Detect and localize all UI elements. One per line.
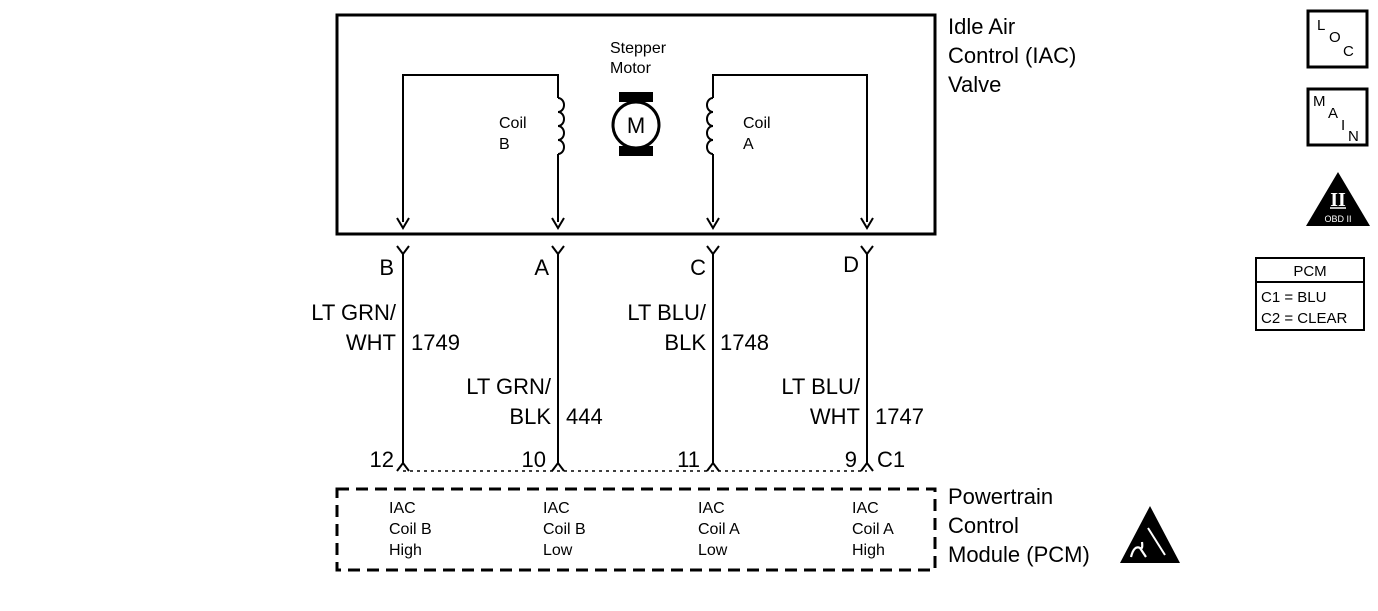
obd-numeral: II <box>1330 189 1346 211</box>
wire-color-1747-line1: LT BLU/ <box>781 374 861 399</box>
wire-color-444-line1: LT GRN/ <box>466 374 552 399</box>
pcm-terminal-2-line2: Coil B <box>543 521 586 538</box>
wire-color-1748-line2: BLK <box>664 330 706 355</box>
iac-title-line3: Valve <box>948 72 1001 97</box>
pin-d-label: D <box>843 252 859 277</box>
loc-letter-o: O <box>1329 29 1341 46</box>
pcm-title-line1: Powertrain <box>948 484 1053 509</box>
stepper-label-line2: Motor <box>610 60 652 77</box>
coil-a-label-line1: Coil <box>743 115 771 132</box>
obd-ii-badge-icon: II OBD II <box>1306 172 1370 226</box>
pcm-terminal-3-line2: Coil A <box>698 521 740 538</box>
pcm-terminal-3-line3: Low <box>698 542 728 559</box>
coil-inductor-icon <box>557 97 565 155</box>
pcm-connector-forks <box>396 461 874 472</box>
pcm-connector-legend: PCM C1 = BLU C2 = CLEAR <box>1255 257 1365 331</box>
loc-letter-c: C <box>1343 43 1354 60</box>
loc-letter-l: L <box>1317 17 1325 34</box>
iac-connector-forks <box>396 245 874 256</box>
main-badge-icon: M A I N <box>1306 87 1369 147</box>
iac-valve-box <box>335 13 937 236</box>
coil-b-circuit <box>396 74 565 230</box>
main-letter-n: N <box>1348 128 1359 145</box>
pcm-terminal-1-line3: High <box>389 542 422 559</box>
stepper-motor-icon: M <box>611 92 661 156</box>
pcm-terminal-2-line1: IAC <box>543 500 570 517</box>
loc-badge-icon: L O C <box>1306 9 1369 69</box>
pcm-title-line2: Control <box>948 513 1019 538</box>
pcm-pin-11: 11 <box>677 447 700 472</box>
stepper-label-line1: Stepper <box>610 40 667 57</box>
pcm-terminal-2-line3: Low <box>543 542 573 559</box>
connector-c1-label: C1 <box>877 447 905 472</box>
coil-b-label-line2: B <box>499 136 510 153</box>
pcm-terminal-3-line1: IAC <box>698 500 725 517</box>
circuit-number-1747: 1747 <box>875 404 924 429</box>
main-letter-a: A <box>1328 105 1338 122</box>
coil-a-label-line2: A <box>743 136 754 153</box>
pcm-legend-c2: C2 = CLEAR <box>1261 310 1347 327</box>
pin-a-label: A <box>534 255 549 280</box>
iac-title-line1: Idle Air <box>948 14 1015 39</box>
pcm-terminal-1-line2: Coil B <box>389 521 432 538</box>
pcm-terminal-1-line1: IAC <box>389 500 416 517</box>
coil-a-circuit <box>706 74 874 230</box>
wire-color-1747-line2: WHT <box>810 404 860 429</box>
main-letter-m: M <box>1313 93 1326 110</box>
pcm-pin-9: 9 <box>845 447 857 472</box>
circuit-number-1748: 1748 <box>720 330 769 355</box>
pcm-pin-12: 12 <box>370 447 394 472</box>
wire-color-1748-line1: LT BLU/ <box>627 300 707 325</box>
iac-title-line2: Control (IAC) <box>948 43 1076 68</box>
pcm-legend-title: PCM <box>1293 263 1326 280</box>
circuit-number-1749: 1749 <box>411 330 460 355</box>
pcm-terminal-4-line1: IAC <box>852 500 879 517</box>
coil-b-label-line1: Coil <box>499 115 527 132</box>
pcm-terminal-4-line3: High <box>852 542 885 559</box>
motor-symbol: M <box>627 113 645 138</box>
circuit-number-444: 444 <box>566 404 603 429</box>
pcm-box <box>335 487 937 572</box>
esd-warning-icon <box>1120 506 1180 563</box>
wire-color-1749-line2: WHT <box>346 330 396 355</box>
pcm-terminal-4-line2: Coil A <box>852 521 894 538</box>
wire-color-1749-line1: LT GRN/ <box>311 300 397 325</box>
wire-color-444-line2: BLK <box>509 404 551 429</box>
main-letter-i: I <box>1341 117 1345 134</box>
pcm-title-line3: Module (PCM) <box>948 542 1090 567</box>
pin-b-label: B <box>379 255 394 280</box>
pcm-legend-c1: C1 = BLU <box>1261 289 1326 306</box>
coil-inductor-icon <box>706 97 714 155</box>
obd-text: OBD II <box>1324 214 1351 224</box>
pin-c-label: C <box>690 255 706 280</box>
pcm-pin-10: 10 <box>522 447 546 472</box>
